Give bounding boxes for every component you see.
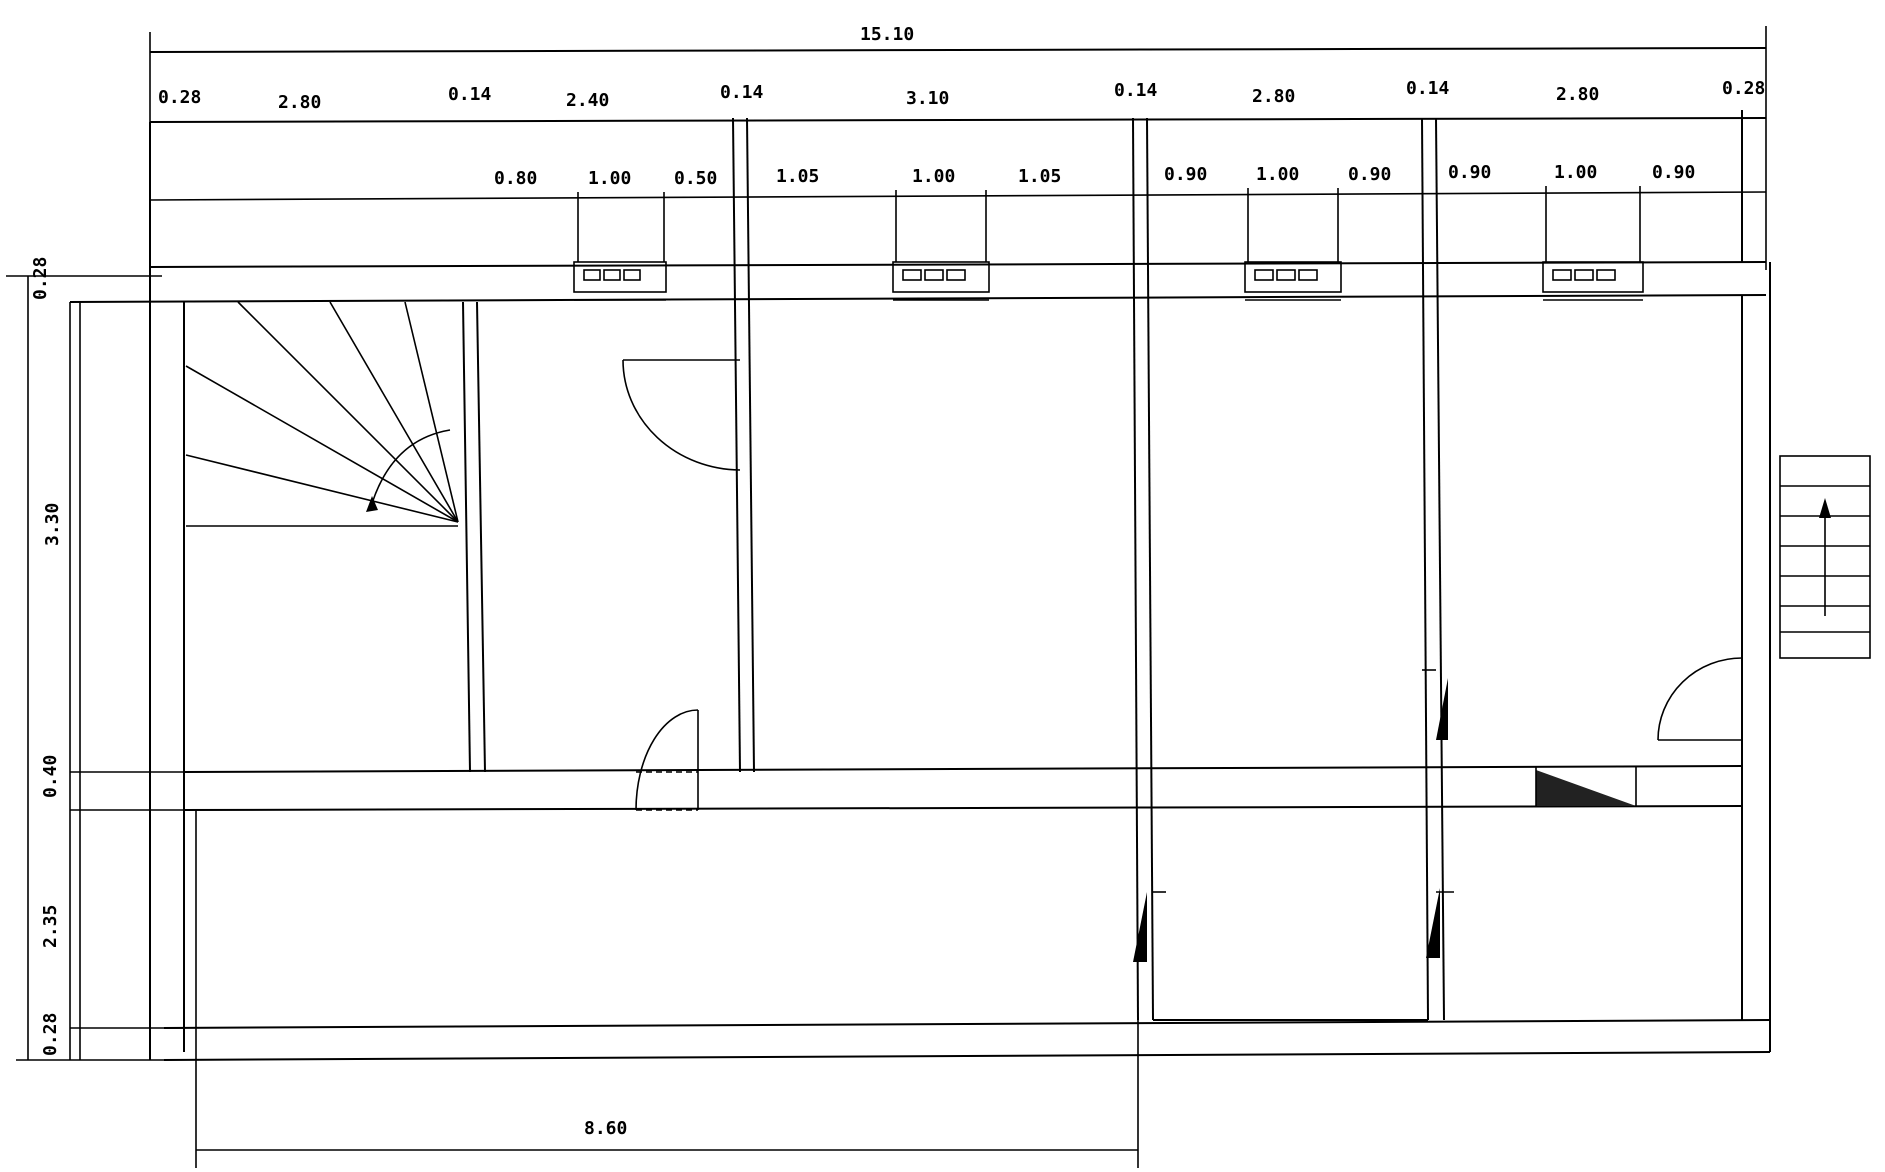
dim-wall-w1: 0.28 [158, 87, 201, 108]
dim-left-corridor: 2.35 [40, 905, 61, 948]
dim-room4: 2.80 [1252, 86, 1295, 107]
dim-bottom-span: 8.60 [584, 1118, 627, 1139]
dim-left-mid-wall: 0.40 [40, 755, 61, 798]
dim-win4-right: 0.90 [1348, 164, 1391, 185]
dimension-labels: 15.10 0.28 2.80 0.14 2.40 0.14 3.10 0.14… [30, 24, 1765, 1139]
door-room2-bottom [635, 709, 699, 811]
dim-win3-width: 1.00 [912, 166, 955, 187]
dim-win5-right: 0.90 [1652, 162, 1695, 183]
window-room5 [1542, 186, 1644, 301]
dim-wall-w5: 0.14 [1406, 78, 1450, 99]
window-room4 [1244, 188, 1342, 301]
dim-wall-w3: 0.14 [720, 82, 764, 103]
dim-wall-w4: 0.14 [1114, 80, 1158, 101]
dim-room2: 2.40 [566, 90, 609, 111]
window-room3 [892, 190, 990, 301]
dim-win4-width: 1.00 [1256, 164, 1299, 185]
exterior-steps [1779, 455, 1871, 659]
door-room2-top [622, 359, 741, 471]
top-dimension-lines [149, 26, 1767, 270]
dim-left-top-wall: 0.28 [30, 257, 51, 300]
overall-width-label: 15.10 [860, 24, 914, 45]
dim-win2-width: 1.00 [588, 168, 631, 189]
bottom-dimension-line [195, 810, 1139, 1168]
left-dimension-lines [6, 275, 184, 1061]
dim-left-rooms: 3.30 [42, 503, 63, 546]
dim-win3-right: 1.05 [1018, 166, 1061, 187]
dim-wall-w2: 0.14 [448, 84, 492, 105]
winding-stair [185, 301, 459, 527]
door-room5-exterior [1657, 657, 1743, 741]
dim-room5: 2.80 [1556, 84, 1599, 105]
interior-walls [183, 117, 1743, 1021]
dim-win2-right: 0.50 [674, 168, 717, 189]
dim-win4-left: 0.90 [1164, 164, 1207, 185]
dim-win3-left: 1.05 [776, 166, 819, 187]
dim-wall-w6: 0.28 [1722, 78, 1765, 99]
dim-left-bottom-wall: 0.28 [40, 1013, 61, 1056]
dim-room3: 3.10 [906, 88, 949, 109]
window-room2 [573, 192, 667, 301]
dim-room1: 2.80 [278, 92, 321, 113]
dim-win5-width: 1.00 [1554, 162, 1597, 183]
dim-win5-left: 0.90 [1448, 162, 1491, 183]
dim-win2-left: 0.80 [494, 168, 537, 189]
wall-markers [1133, 669, 1637, 962]
outer-walls [69, 110, 1771, 1061]
